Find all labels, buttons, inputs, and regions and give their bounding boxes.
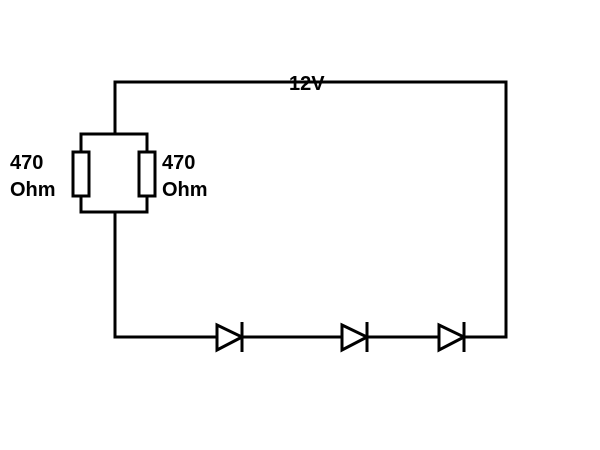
- diode-1: [215, 322, 246, 353]
- parallel-top-bus: [79, 132, 149, 152]
- parallel-bottom-bus: [79, 196, 149, 214]
- diode-2: [340, 322, 371, 353]
- resistor-left-value: 470: [10, 152, 43, 174]
- wire-top: [113, 80, 508, 339]
- diode-3: [437, 322, 468, 353]
- resistor-right-value: 470: [162, 152, 195, 174]
- supply-label: 12V: [289, 73, 325, 95]
- resistor-left-unit: Ohm: [10, 179, 56, 201]
- resistor-right: [137, 150, 157, 198]
- resistor-left: [71, 150, 91, 198]
- resistor-right-unit: Ohm: [162, 179, 208, 201]
